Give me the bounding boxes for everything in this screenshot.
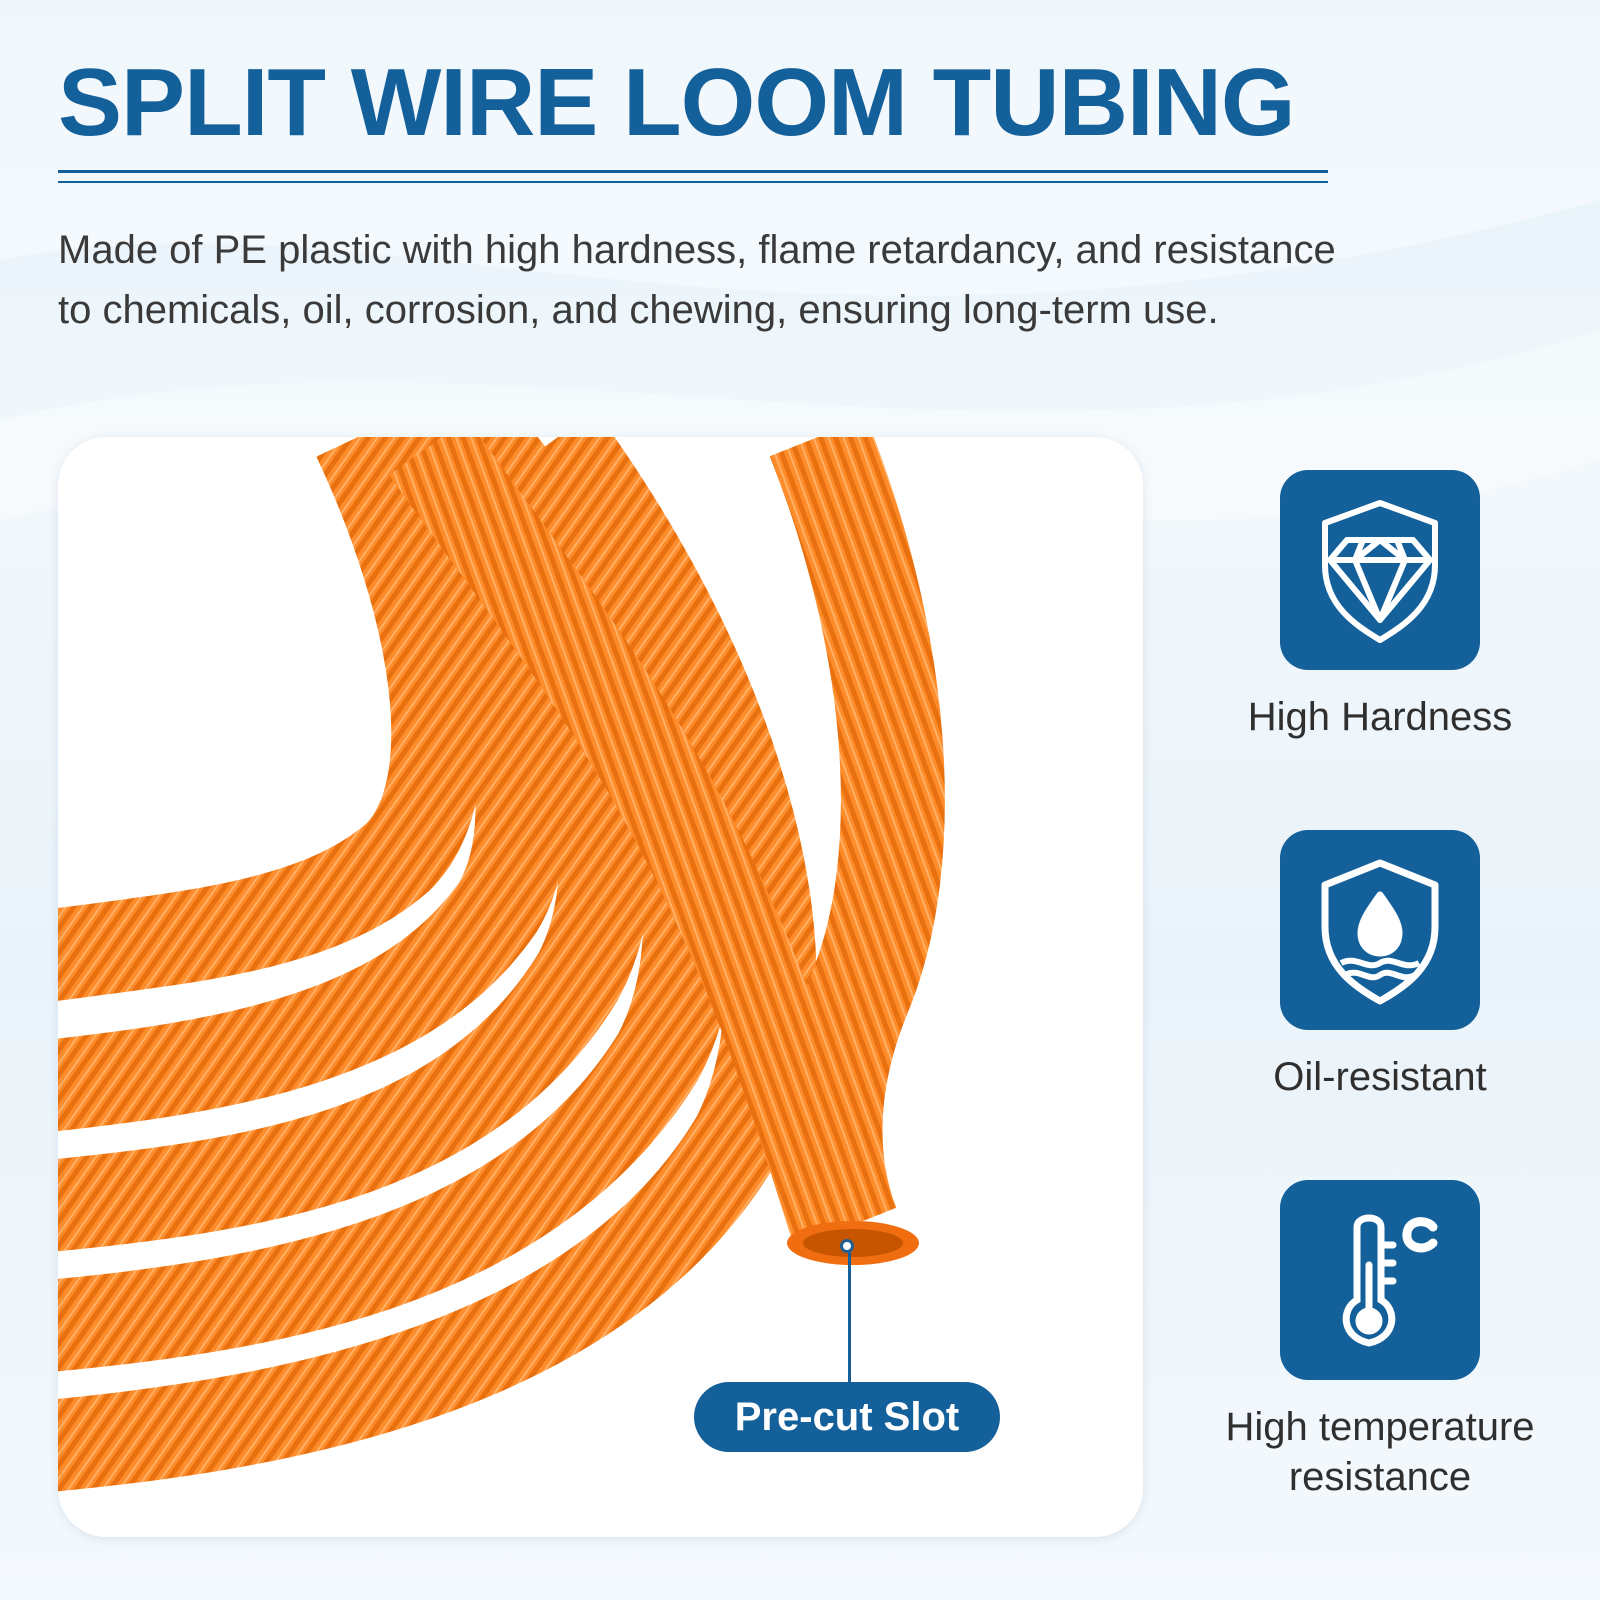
title-underline-thin [58,181,1328,183]
feature-label: High Hardness [1247,695,1513,739]
orange-loom-tubing-illustration [58,437,945,1492]
page-title: SPLIT WIRE LOOM TUBING [58,49,1296,156]
product-description: Made of PE plastic with high hardness, f… [58,228,1336,332]
feature-high-temperature-resistance: High temperature resistance [1180,1180,1580,1502]
slot-callout-line [848,1246,851,1382]
feature-high-hardness: High Hardness [1180,470,1580,742]
slot-callout-dot [840,1239,854,1253]
droplet-shield-icon [1280,830,1480,1030]
pre-cut-slot-label: Pre-cut Slot [694,1382,1000,1452]
feature-label: Oil-resistant [1273,1055,1487,1099]
product-photo-card: Pre-cut Slot [58,437,1143,1537]
feature-label: High temperature resistance [1225,1405,1535,1499]
title-underline-thick [58,170,1328,173]
feature-oil-resistant: Oil-resistant [1180,830,1580,1102]
diamond-shield-icon [1280,470,1480,670]
thermometer-celsius-icon [1280,1180,1480,1380]
